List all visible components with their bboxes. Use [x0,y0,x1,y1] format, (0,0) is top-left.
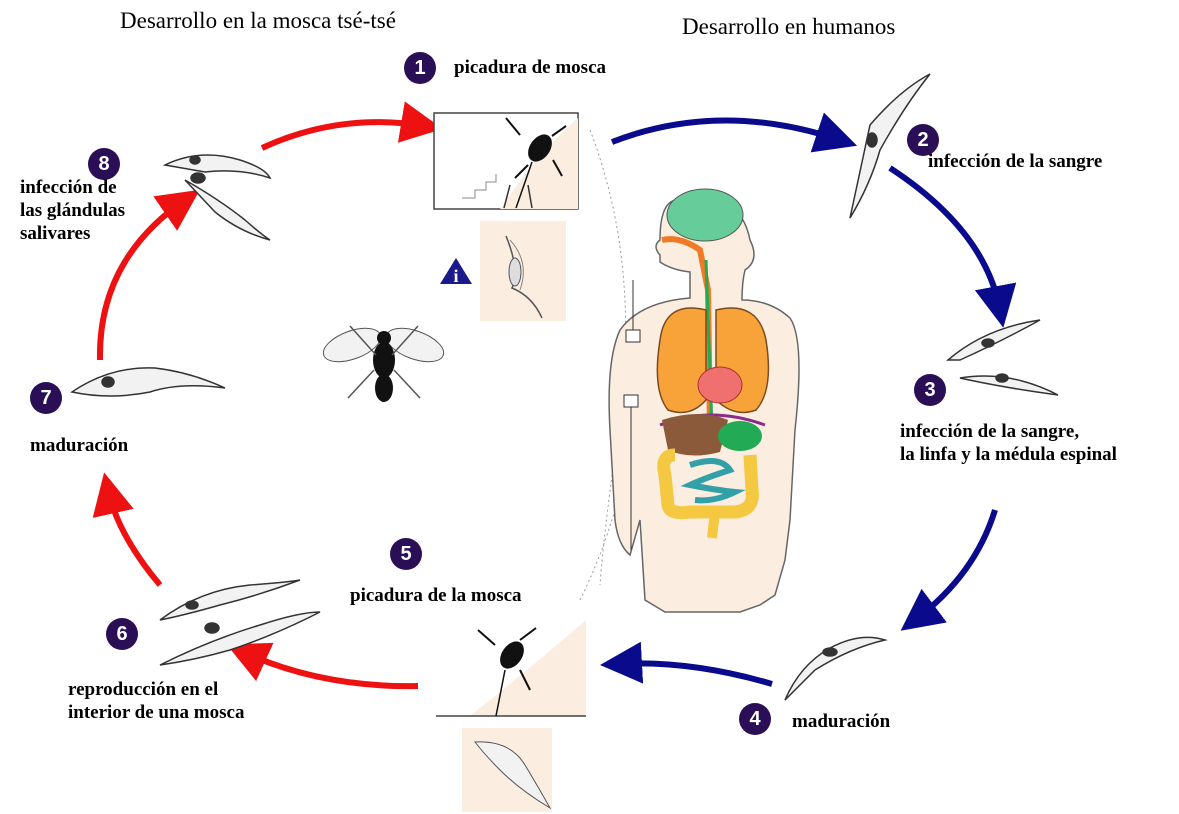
step-6-label: reproducción en el interior de una mosca [68,679,245,723]
arrow-8-to-1 [260,101,443,151]
step-4-badge: 4 [739,703,771,735]
parasite-inset-1 [480,221,566,321]
trypanosome-step7 [70,367,226,397]
large-intestine [657,448,759,520]
step-5-label: picadura de la mosca [350,585,522,606]
parasite-inset-5 [462,728,552,812]
step-7-label: maduración [30,435,129,456]
tsetse-fly-illustration [322,325,445,402]
stomach [718,421,762,451]
step-8-badge: 8 [88,148,120,180]
human-body [608,188,800,613]
human-cycle-arrows [600,112,1017,687]
arrow-1-to-2 [610,112,858,153]
airway [661,236,713,431]
arrow-7-to-8 [96,189,200,361]
trypanosome-step6 [159,579,321,666]
step-2-badge: 2 [907,124,939,156]
brain [666,188,744,242]
step-5-badge: 5 [390,538,422,570]
trypanosome-step8 [162,154,272,241]
step-1-label: picadura de mosca [454,57,606,78]
svg-text:i: i [453,266,458,286]
arrow-5-to-6 [226,642,419,690]
step-6-badge: 6 [106,618,138,650]
bite-panel-1 [433,112,579,210]
header-human-development: Desarrollo en humanos [682,14,896,39]
info-triangle-icon[interactable]: i [440,258,472,286]
step-8-label: infección de las glándulas salivares [20,177,126,244]
header-fly-development: Desarrollo en la mosca tsé-tsé [120,8,396,33]
arrow-6-to-7 [92,472,163,587]
fly-cycle-arrows [92,101,443,690]
small-intestine [680,458,746,504]
trypanosome-step3 [945,319,1059,396]
liver [662,414,728,456]
step-1-badge: 1 [404,52,436,84]
heart [697,366,743,404]
arrow-2-to-3 [888,165,1017,328]
lymph-marker-upper [625,329,641,343]
trypanosome-step2 [849,73,931,219]
step-3-badge: 3 [914,374,946,406]
arrow-4-to-5 [600,641,773,687]
fly-icon [505,117,567,209]
step-7-badge: 7 [30,382,62,414]
step-3-label: infección de la sangre, la linfa y la mé… [900,421,1117,465]
step-2-label: infección de la sangre [928,151,1103,172]
arrow-3-to-4 [900,509,998,631]
bite-panel-5 [436,620,586,717]
step-4-label: maduración [792,711,891,732]
trypanosome-step4 [784,636,888,701]
lymph-marker-lower [623,394,639,408]
